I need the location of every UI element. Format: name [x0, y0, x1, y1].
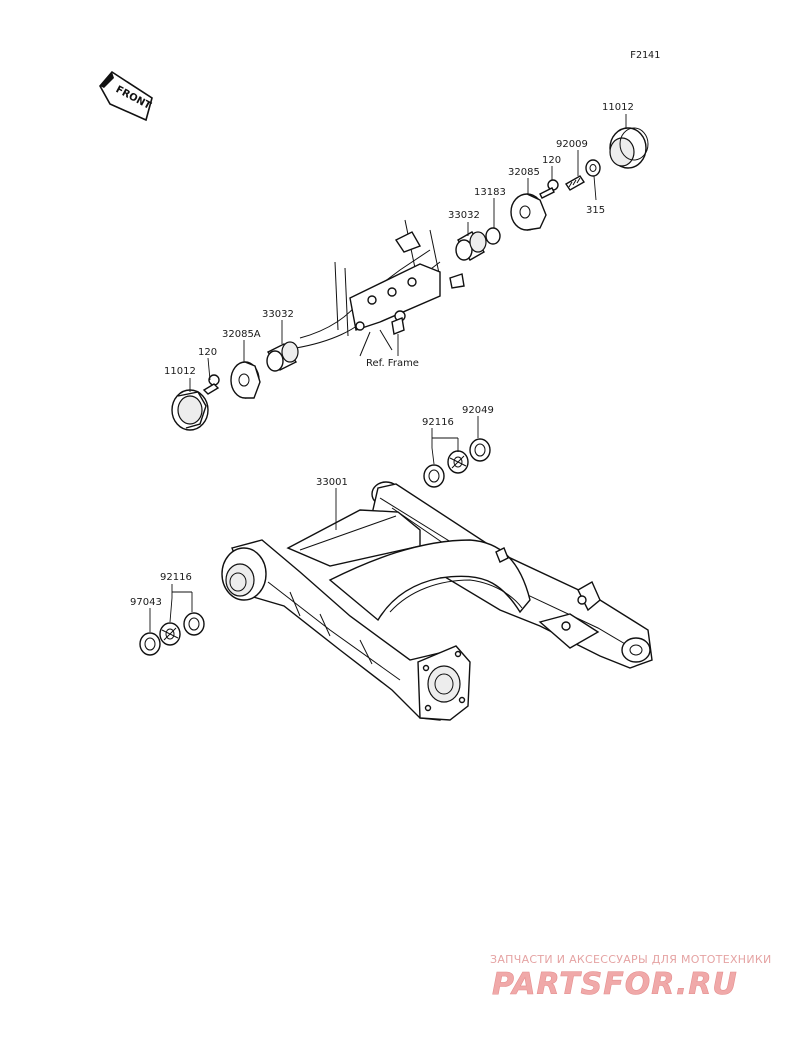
label-120-top: 120 — [542, 155, 561, 166]
frame-section — [295, 219, 465, 357]
label-11012-top: 11012 — [602, 102, 634, 113]
label-92009: 92009 — [556, 139, 588, 150]
bushing-33032-left — [266, 341, 299, 372]
label-11012-left: 11012 — [164, 366, 196, 377]
bolt-92009 — [565, 175, 585, 191]
label-32085: 32085 — [508, 167, 540, 178]
seal-92116-lower — [183, 612, 205, 636]
part-labels: 11012 92009 120 32085 13183 315 33032 33… — [130, 102, 634, 608]
bolt-120-top — [539, 179, 559, 199]
label-315: 315 — [586, 205, 605, 216]
front-arrow-icon: FRONT — [99, 70, 153, 122]
bearing-92116-lower — [159, 622, 181, 646]
label-32085A: 32085A — [222, 329, 261, 340]
lower-bearing-set — [139, 612, 205, 656]
swingarm-33001 — [221, 481, 653, 721]
label-ref-frame: Ref. Frame — [366, 358, 419, 369]
flange-32085A — [230, 361, 261, 399]
seal-97043 — [139, 632, 161, 656]
label-92049: 92049 — [462, 405, 494, 416]
bushing-33032-top — [455, 231, 487, 261]
watermark-logo: PARTSFOR.RU — [492, 967, 738, 1002]
label-120-left: 120 — [198, 347, 217, 358]
seal-92116-upper — [423, 464, 445, 488]
watermark-tagline: ЗАПЧАСТИ И АКСЕССУАРЫ ДЛЯ МОТОТЕХНИКИ — [490, 953, 772, 966]
leader-lines — [149, 114, 627, 632]
flange-32085 — [510, 193, 547, 231]
cap-11012-left — [171, 389, 209, 431]
seal-92049 — [469, 438, 491, 462]
collar-13183 — [485, 227, 501, 245]
right-pivot-parts — [455, 127, 649, 261]
label-92116-upper: 92116 — [422, 417, 454, 428]
label-33001: 33001 — [316, 477, 348, 488]
label-13183: 13183 — [474, 187, 506, 198]
label-92116-lower: 92116 — [160, 572, 192, 583]
nut-315 — [585, 159, 601, 177]
label-97043: 97043 — [130, 597, 162, 608]
cap-11012-top — [609, 127, 649, 169]
left-pivot-parts — [171, 341, 299, 431]
bolt-120-left — [202, 374, 220, 395]
watermark: ЗАПЧАСТИ И АКСЕССУАРЫ ДЛЯ МОТОТЕХНИКИ PA… — [490, 953, 772, 1002]
label-33032-top: 33032 — [448, 210, 480, 221]
bearing-92116-upper — [447, 450, 469, 474]
upper-bearing-set — [423, 438, 491, 488]
label-33032-left: 33032 — [262, 309, 294, 320]
diagram-code: F2141 — [630, 50, 660, 61]
